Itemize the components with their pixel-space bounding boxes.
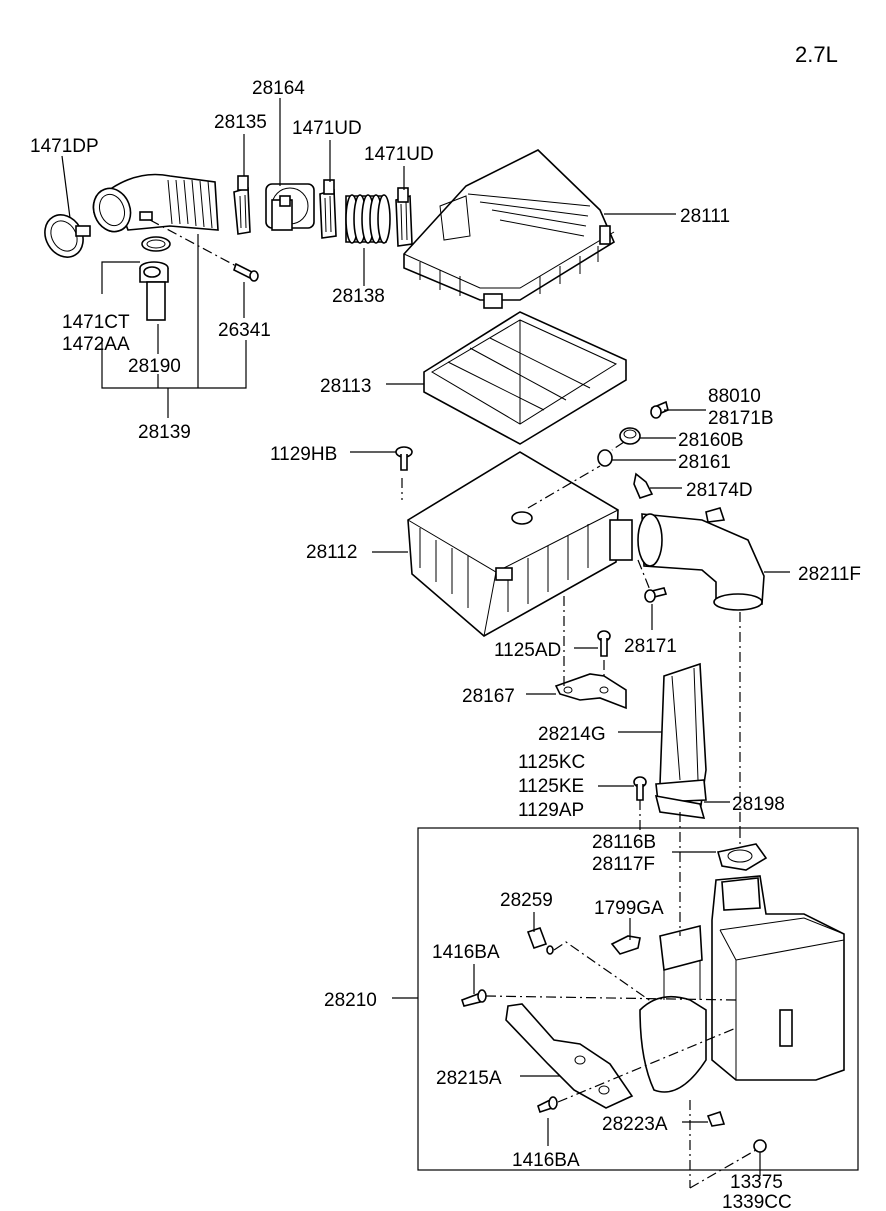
label-28113: 28113: [320, 376, 371, 397]
small-clamp: [141, 236, 171, 252]
seal-28198: [654, 794, 706, 819]
airflow-sensor-28164: [265, 183, 315, 231]
air-cleaner-body-28112: [407, 451, 633, 637]
hose-clamp-1471dp: [44, 214, 91, 258]
label-28164: 28164: [252, 78, 305, 99]
label-28174d: 28174D: [686, 480, 753, 501]
sensor-28190: [139, 261, 169, 321]
label-1125kc: 1125KC: [518, 752, 585, 773]
stud-28259: [526, 926, 554, 955]
clamp-1471ud-a: [319, 179, 337, 239]
label-28215a: 28215A: [436, 1068, 502, 1089]
label-28210: 28210: [324, 990, 377, 1011]
bolt-26341: [233, 262, 259, 282]
clip-1799ga: [610, 935, 641, 955]
label-28135: 28135: [214, 112, 267, 133]
clamp-28135: [233, 175, 251, 235]
label-28190: 28190: [128, 356, 181, 377]
bracket-28167: [554, 673, 627, 710]
leader-lines: [61, 98, 790, 1176]
seal-28116b: [716, 843, 768, 871]
label-1129ap: 1129AP: [518, 800, 584, 821]
grommet-28161: [597, 449, 613, 467]
label-28139: 28139: [138, 422, 191, 443]
label-28214g: 28214G: [538, 724, 606, 745]
label-1471ct: 1471CT: [62, 312, 130, 333]
label-1471ud-a: 1471UD: [292, 118, 362, 139]
label-28167: 28167: [462, 686, 515, 707]
label-28111: 28111: [680, 206, 730, 227]
bolt-1125ke: [633, 776, 647, 801]
air-filter-28113: [423, 311, 627, 445]
air-cleaner-cover-28111: [403, 149, 616, 309]
clip-28223a: [706, 1110, 726, 1127]
clamp-1471ud-b: [395, 187, 413, 247]
label-28160b: 28160B: [678, 430, 744, 451]
bolt-28171: [644, 587, 668, 603]
label-28171: 28171: [624, 636, 677, 657]
label-1125ad: 1125AD: [494, 640, 561, 661]
label-1125ke: 1125KE: [518, 776, 584, 797]
bracket-28215a: [505, 1003, 634, 1109]
label-1471ud-b: 1471UD: [364, 144, 434, 165]
label-1416ba-a: 1416BA: [432, 942, 500, 963]
label-28211f: 28211F: [798, 564, 861, 585]
bolt-1129hb: [395, 446, 413, 471]
resonator-duct-28214g: [655, 662, 707, 813]
grommet-1416ba-b: [537, 1096, 558, 1114]
label-1129hb: 1129HB: [270, 444, 337, 465]
bolt-1125ad: [597, 630, 611, 657]
intake-hose: [92, 173, 219, 233]
label-1471dp: 1471DP: [30, 136, 99, 157]
label-1339cc: 1339CC: [722, 1192, 792, 1211]
resonator-28210: [639, 875, 845, 1093]
label-28259: 28259: [500, 890, 553, 911]
group-frame-28210: [417, 827, 859, 1171]
part-labels: 1471DP 28164 28135 1471UD 1471UD 28111 2…: [30, 78, 861, 1211]
duct-28211f: [637, 507, 765, 611]
label-28198: 28198: [732, 794, 785, 815]
center-lines: [149, 219, 757, 1189]
label-1472aa: 1472AA: [62, 334, 130, 355]
label-28117f: 28117F: [592, 854, 655, 875]
label-13375: 13375: [730, 1172, 783, 1193]
label-28161: 28161: [678, 452, 731, 473]
label-28223a: 28223A: [602, 1114, 668, 1135]
label-1416ba-b: 1416BA: [512, 1150, 580, 1171]
bracket-28174d: [633, 472, 654, 499]
label-88010: 88010: [708, 386, 761, 407]
label-26341: 26341: [218, 320, 271, 341]
engine-label: 2.7L: [795, 42, 838, 67]
label-1799ga: 1799GA: [594, 898, 664, 919]
label-28171b: 28171B: [708, 408, 774, 429]
label-28138: 28138: [332, 286, 385, 307]
label-28116b: 28116B: [592, 832, 656, 853]
bellows-28138: [345, 194, 391, 244]
label-28112: 28112: [306, 542, 357, 563]
cap-28160b: [619, 427, 641, 445]
